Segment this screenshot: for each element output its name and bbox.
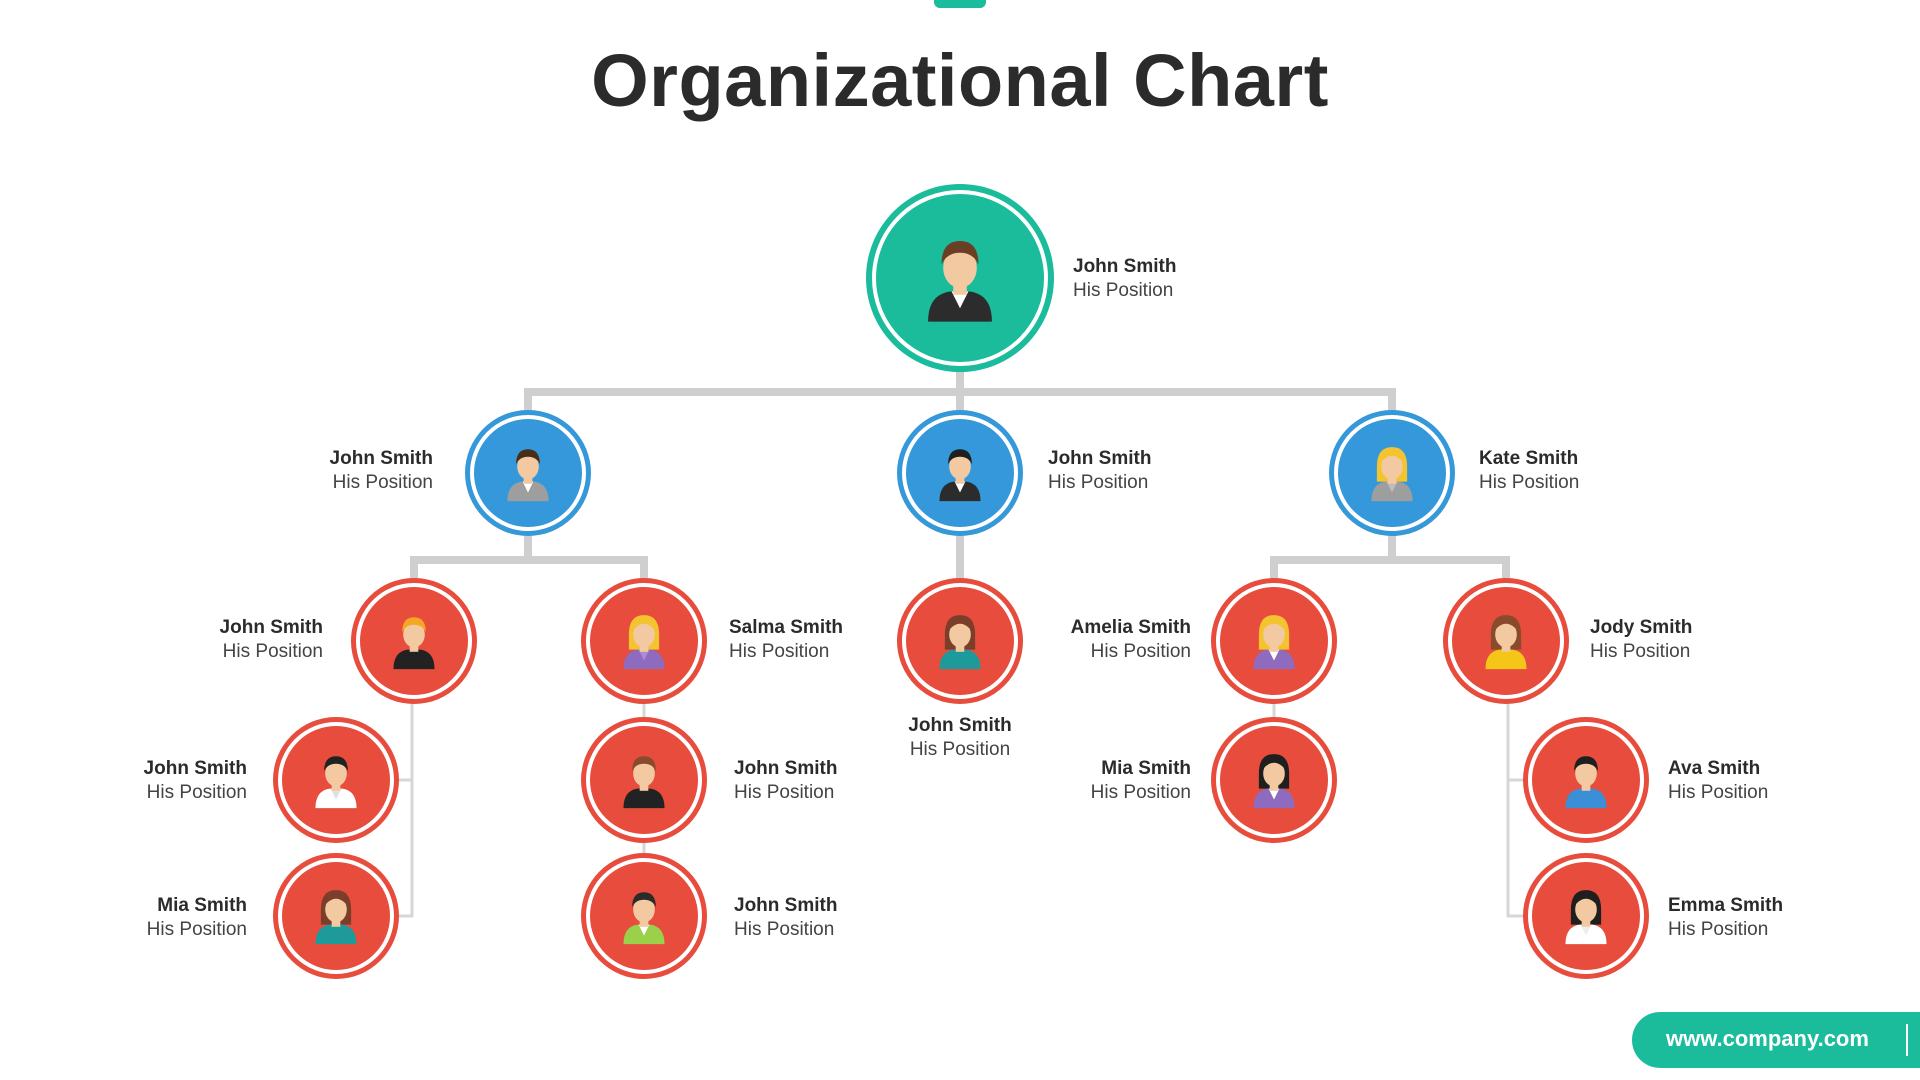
- person-position: His Position: [1048, 471, 1149, 493]
- org-node-p7[interactable]: [1216, 583, 1332, 699]
- person-position: His Position: [1590, 640, 1691, 662]
- org-node-p6[interactable]: [902, 583, 1018, 699]
- person-name: John Smith: [908, 715, 1012, 736]
- person-position: His Position: [146, 918, 247, 940]
- person-position: His Position: [734, 781, 835, 803]
- org-node-p15[interactable]: [1528, 858, 1644, 974]
- org-node-p13[interactable]: [1216, 722, 1332, 838]
- person-name: Ava Smith: [1668, 758, 1761, 779]
- org-node-p12[interactable]: [586, 858, 702, 974]
- person-name: John Smith: [1048, 448, 1152, 469]
- person-position: His Position: [729, 640, 830, 662]
- person-position: His Position: [1090, 640, 1191, 662]
- org-node-p0[interactable]: [872, 190, 1048, 366]
- person-name: John Smith: [734, 758, 838, 779]
- org-node-p5[interactable]: [586, 583, 702, 699]
- org-node-p3[interactable]: [1334, 415, 1450, 531]
- person-name: John Smith: [329, 448, 433, 469]
- person-position: His Position: [1479, 471, 1580, 493]
- person-name: Jody Smith: [1590, 617, 1693, 638]
- org-node-p9[interactable]: [278, 722, 394, 838]
- org-node-p1[interactable]: [470, 415, 586, 531]
- person-name: Emma Smith: [1668, 895, 1784, 916]
- top-accent-tab: [934, 0, 986, 8]
- person-position: His Position: [1668, 781, 1769, 803]
- person-name: Mia Smith: [1101, 758, 1191, 779]
- person-name: John Smith: [219, 617, 323, 638]
- org-node-p4[interactable]: [356, 583, 472, 699]
- page-title: Organizational Chart: [591, 39, 1329, 122]
- person-position: His Position: [909, 738, 1011, 760]
- org-node-p10[interactable]: [278, 858, 394, 974]
- person-position: His Position: [222, 640, 323, 662]
- org-node-p14[interactable]: [1528, 722, 1644, 838]
- person-position: His Position: [734, 918, 835, 940]
- person-position: His Position: [332, 471, 433, 493]
- person-name: John Smith: [734, 895, 838, 916]
- person-position: His Position: [1668, 918, 1769, 940]
- website-divider: [1906, 1024, 1908, 1056]
- website-badge[interactable]: www.company.com: [1632, 1012, 1920, 1068]
- person-name: Mia Smith: [157, 895, 247, 916]
- person-name: John Smith: [143, 758, 247, 779]
- website-url[interactable]: www.company.com: [1666, 1026, 1869, 1051]
- person-position: His Position: [1073, 279, 1174, 301]
- person-name: Salma Smith: [729, 617, 844, 638]
- org-node-p8[interactable]: [1448, 583, 1564, 699]
- person-position: His Position: [146, 781, 247, 803]
- person-name: Kate Smith: [1479, 448, 1579, 469]
- person-position: His Position: [1090, 781, 1191, 803]
- person-name: Amelia Smith: [1070, 617, 1191, 638]
- org-node-p2[interactable]: [902, 415, 1018, 531]
- org-node-p11[interactable]: [586, 722, 702, 838]
- person-name: John Smith: [1073, 256, 1177, 277]
